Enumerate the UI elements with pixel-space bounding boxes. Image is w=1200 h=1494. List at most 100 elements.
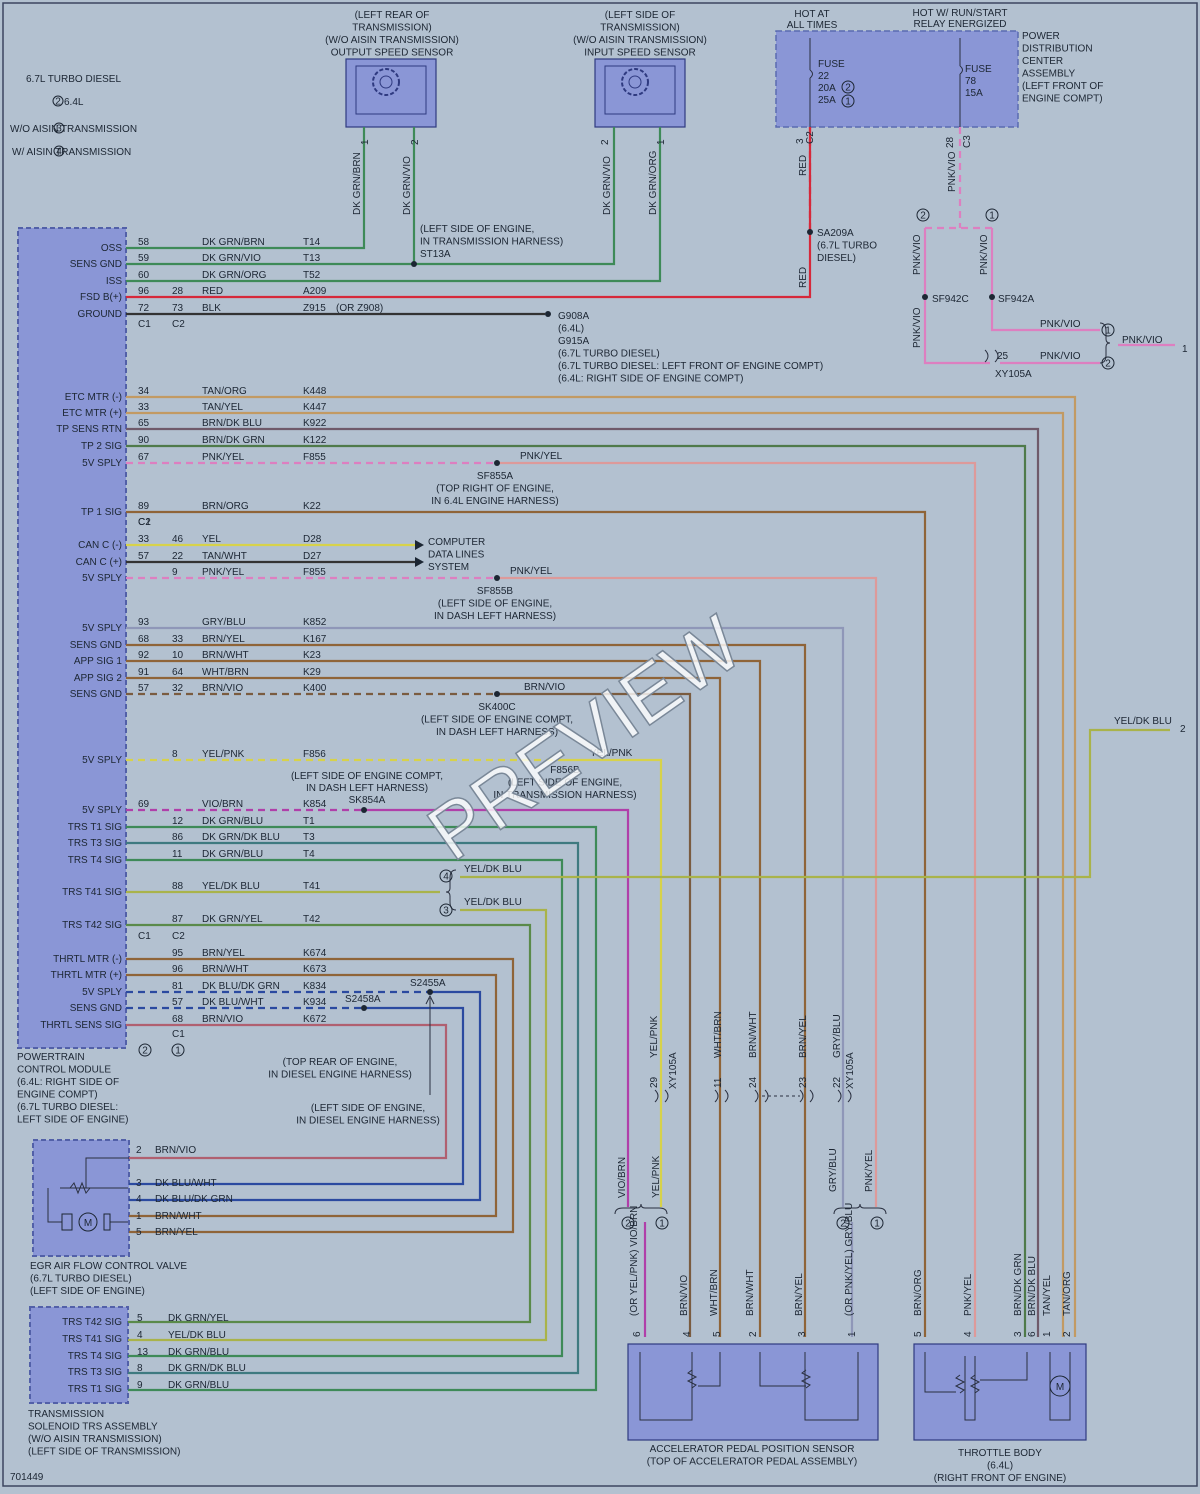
apps-marker-1: 1	[659, 1219, 665, 1230]
wire-label-red-bottom: RED	[798, 267, 809, 288]
throttle-wire-label: BRN/DK GRN	[1013, 1253, 1024, 1316]
pcm-pin-wire-color: DK BLU/WHT	[202, 997, 264, 1008]
output-marker-2-ring	[1101, 356, 1115, 370]
legend-marker-2-text: 2	[55, 97, 61, 108]
wire-iss	[126, 127, 662, 283]
egr-caption-line: (LEFT SIDE OF ENGINE)	[30, 1286, 145, 1297]
g908a-caption-line: (6.4L)	[558, 324, 584, 335]
fuse-78-caption-line: 78	[965, 76, 977, 87]
g908a-caption-line: G915A	[558, 336, 589, 347]
sa209a-caption-line: DIESEL)	[817, 253, 856, 264]
wire-thrtl-mtr-neg	[126, 957, 515, 1234]
xy105a-wire-label: BRN/WHT	[748, 1011, 759, 1058]
throttle-wire-label: TAN/ORG	[1062, 1271, 1073, 1316]
pcm-pin-c1: 92	[138, 650, 150, 661]
pcm-pin-label: TRS T42 SIG	[62, 920, 122, 931]
pcm-pin-label: THRTL MTR (-)	[53, 954, 122, 965]
egr-pin: 3	[136, 1178, 142, 1189]
pcm-pin-c1: 57	[138, 683, 150, 694]
st13a-caption-line: IN TRANSMISSION HARNESS)	[420, 237, 563, 248]
pcm-pin-wire-color: BRN/WHT	[202, 964, 249, 975]
xy105a-wire-label: BRN/YEL	[798, 1015, 809, 1058]
throttle-pin: 5	[913, 1331, 924, 1337]
pcm-pin-c2: 9	[172, 567, 178, 578]
pcm-pin-circuit: Z915	[303, 303, 326, 314]
wire-etc-mtr-neg	[126, 395, 1077, 1337]
brace-apps-right	[833, 1203, 887, 1215]
xy105a-wire-label: WHT/BRN	[713, 1011, 724, 1058]
sf855a-caption-line: (TOP RIGHT OF ENGINE,	[436, 484, 554, 495]
sf855a-caption-line: SF855A	[477, 471, 513, 482]
pcm-marker-2-ring	[138, 1043, 152, 1057]
iss-wire-label: DK GRN/ORG	[648, 150, 659, 215]
iss-pin: 2	[600, 139, 611, 145]
legend-marker-4	[53, 145, 65, 157]
apps-pin: 5	[712, 1331, 723, 1337]
branch-marker-2-ring	[916, 208, 930, 222]
apps-wire-label: BRN/WHT	[745, 1269, 756, 1316]
sf855a-caption-line: IN 6.4L ENGINE HARNESS)	[431, 496, 558, 507]
pcm-pin-circuit: F855	[303, 452, 326, 463]
pcm-pin-circuit: F855	[303, 567, 326, 578]
connector-c1-label: C1	[138, 931, 151, 942]
pcm-pin-circuit: K400	[303, 683, 327, 694]
pcm-pin-c2: 46	[172, 534, 184, 545]
sk400c-wire-label: BRN/VIO	[524, 682, 565, 693]
lower-wire-label: VIO/BRN	[617, 1157, 628, 1198]
trs-pin: 4	[137, 1330, 143, 1341]
accelerator-pedal-position-sensor	[627, 1343, 879, 1441]
oss-pin: 1	[360, 139, 371, 145]
oss-caption-line: (LEFT REAR OF	[355, 10, 430, 21]
pcm-pin-wire-color: BRN/VIO	[202, 1014, 243, 1025]
hot-all-caption-line: HOT AT	[794, 9, 829, 20]
throttle-pin: 1	[1042, 1331, 1053, 1337]
pcm-pin-circuit: K122	[303, 435, 327, 446]
wire-etc-mtr-pos	[126, 411, 1065, 1337]
splice-s2455a	[427, 989, 433, 995]
xy105a-pin: 22	[832, 1076, 843, 1088]
pcm-pin-label: 5V SPLY	[82, 623, 122, 634]
sa209a-caption-line: (6.7L TURBO	[817, 241, 877, 252]
pcm-pin-label: TRS T41 SIG	[62, 887, 122, 898]
connector-c1-label: C1	[172, 1029, 185, 1040]
xy105a-pin: 24	[748, 1076, 759, 1088]
output-marker-2: 2	[1105, 359, 1111, 370]
iss-caption-line: INPUT SPEED SENSOR	[584, 48, 696, 59]
wire-5v-k834	[129, 990, 482, 1202]
apps-pin: 3	[797, 1331, 808, 1337]
xy105a-pin-25: 25	[997, 351, 1009, 362]
egr-motor-icon: M	[47, 1157, 130, 1232]
sf855a-wire-label: PNK/YEL	[520, 451, 563, 462]
fuse-marker-2: 2	[845, 83, 851, 94]
can-caption-line: DATA LINES	[428, 550, 485, 561]
trs-pin: 8	[137, 1363, 143, 1374]
oss-gear-icon	[355, 65, 427, 115]
wire-layer	[126, 127, 1175, 1392]
wire-trs-t42	[126, 923, 532, 1324]
pdc-pin-3: 3	[795, 138, 806, 144]
xy105a-wire-label: YEL/PNK	[649, 1015, 660, 1058]
sf855b-caption-line: (LEFT SIDE OF ENGINE,	[438, 599, 552, 610]
splice-sk854a	[361, 807, 367, 813]
sk854a-caption-line: IN DASH LEFT HARNESS)	[306, 783, 428, 794]
sf856b-caption-line: IN TRANSMISSION HARNESS)	[493, 790, 636, 801]
trs-pin-label: TRS T3 SIG	[68, 1367, 122, 1378]
can-arrow-icon	[415, 540, 424, 567]
pcm-pin-label: SENS GND	[70, 259, 122, 270]
trs-caption-line: TRANSMISSION	[28, 1409, 104, 1420]
pcm-pin-c1: 65	[138, 418, 150, 429]
pcm-pin-wire-color: BRN/ORG	[202, 501, 249, 512]
pdc-pin-28: 28	[945, 136, 956, 148]
wire-trs-t4	[126, 858, 564, 1358]
apps-wire-label: (OR YEL/PNK) VIO/BRN	[629, 1206, 640, 1316]
wire-label-red-top: RED	[798, 155, 809, 176]
wire-5v-f856	[560, 758, 663, 1207]
pcm-pin-c2: 73	[172, 303, 184, 314]
trs41-marker-4: 4	[443, 872, 449, 883]
pdc-caption-line: POWER	[1022, 31, 1060, 42]
sf856b-caption-line: (LEFT SIDE OF ENGINE,	[508, 778, 622, 789]
splice-sf942c	[922, 294, 928, 300]
connector-c1-label: C1	[138, 319, 151, 330]
sk400c-caption-line: (LEFT SIDE OF ENGINE COMPT,	[421, 715, 573, 726]
